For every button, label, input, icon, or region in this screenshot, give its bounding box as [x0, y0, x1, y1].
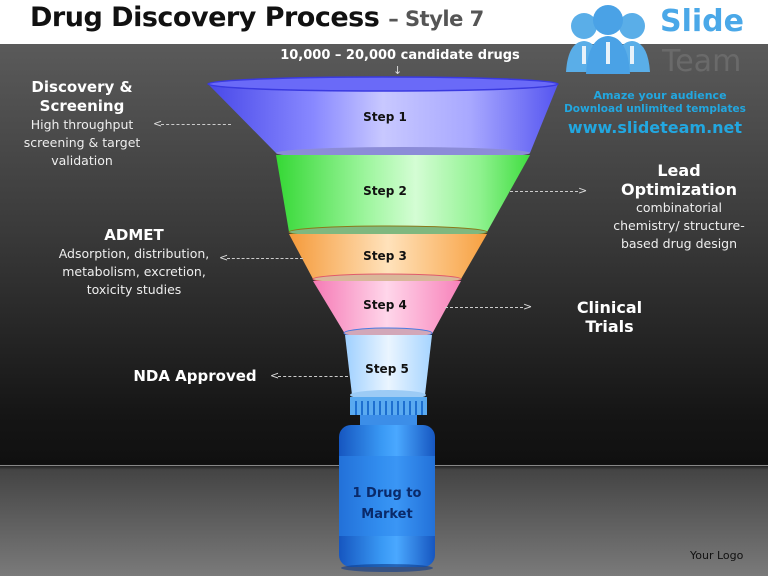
nda-connector [278, 376, 348, 377]
admet-desc-1: Adsorption, distribution, [58, 246, 210, 261]
step-4-label: Step 4 [363, 298, 407, 312]
left-arrow-icon: < [153, 117, 163, 130]
lead-annotation: Lead Optimization combinatorial chemistr… [598, 161, 760, 253]
admet-connector [227, 258, 303, 259]
lead-desc-3: based drug design [620, 236, 738, 251]
bottle-label: 1 Drug to Market [347, 483, 427, 525]
discovery-desc-2: screening & target [23, 135, 141, 150]
admet-heading: ADMET [104, 226, 164, 244]
admet-annotation: ADMET Adsorption, distribution, metaboli… [50, 226, 218, 299]
candidate-drugs-label: 10,000 – 20,000 candidate drugs [280, 48, 520, 63]
discovery-desc-1: High throughput [30, 117, 134, 132]
funnel-step-5 [345, 335, 432, 426]
title-subtitle: – Style 7 [388, 7, 484, 31]
drug-bottle [339, 425, 435, 572]
brand-slide: Slide [660, 4, 744, 39]
step-3-label: Step 3 [363, 249, 407, 263]
admet-desc-2: metabolism, excretion, [62, 264, 206, 279]
title-main: Drug Discovery Process [30, 2, 380, 33]
lead-connector [510, 191, 578, 192]
left-arrow-icon: < [219, 251, 229, 264]
step-5-label: Step 5 [365, 362, 409, 376]
people-icon [566, 5, 650, 74]
right-arrow-icon: > [523, 300, 533, 313]
bottle-line-2: Market [361, 507, 413, 522]
nda-heading: NDA Approved [133, 367, 257, 385]
left-arrow-icon: < [270, 369, 280, 382]
brand-team: Team [662, 44, 742, 79]
right-arrow-icon: > [578, 184, 588, 197]
discovery-connector [161, 124, 231, 125]
clinical-heading: Clinical Trials [576, 298, 643, 336]
discovery-heading-2: Screening [39, 97, 125, 115]
discovery-heading-1: Discovery & [31, 78, 133, 96]
bottle-line-1: 1 Drug to [352, 486, 422, 501]
promo-tagline-2: Download unlimited templates [564, 103, 746, 115]
slideteam-logo: Slide Team [560, 4, 768, 144]
discovery-annotation: Discovery & Screening High throughput sc… [14, 78, 150, 170]
page-title: Drug Discovery Process – Style 7 [30, 2, 484, 33]
step-1-label: Step 1 [363, 110, 407, 124]
clinical-connector [445, 307, 523, 308]
your-logo-placeholder: Your Logo [690, 549, 744, 562]
lead-desc-1: combinatorial [636, 200, 722, 215]
lead-heading: Lead Optimization [621, 161, 737, 199]
step-2-label: Step 2 [363, 184, 407, 198]
admet-desc-3: toxicity studies [86, 282, 182, 297]
promo-url[interactable]: www.slideteam.net [567, 118, 743, 137]
promo-tagline-1: Amaze your audience [593, 89, 727, 102]
lead-desc-2: chemistry/ structure- [613, 218, 745, 233]
down-arrow-icon: ↓ [393, 64, 403, 77]
discovery-desc-3: validation [51, 153, 113, 168]
